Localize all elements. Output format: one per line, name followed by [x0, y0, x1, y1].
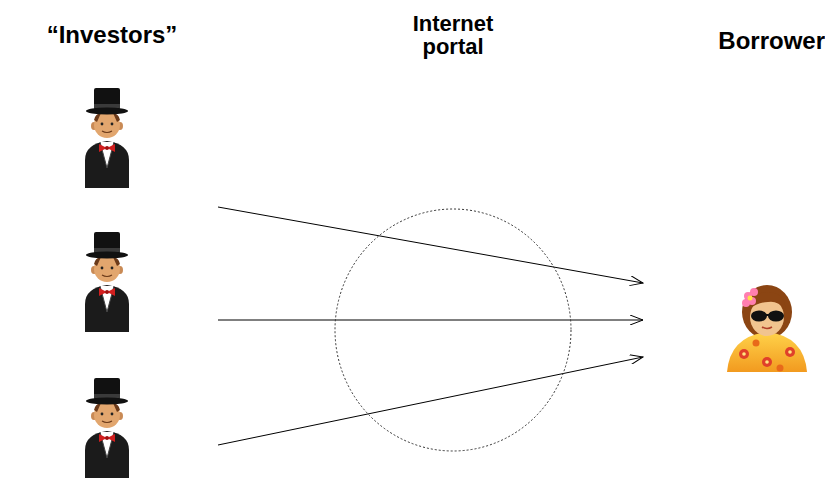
investor-icon [85, 88, 129, 188]
node-heading: Internet portal [393, 12, 513, 58]
portal-circle: Internet portal [330, 6, 576, 458]
investor-icon [85, 378, 129, 478]
borrower-group: Borrower [645, 12, 825, 382]
investor-icon [85, 232, 129, 332]
arrow-connector [218, 320, 643, 321]
investor-group: “Investors” [8, 12, 216, 472]
arrow-connector [218, 207, 643, 283]
borrower-icon [727, 285, 807, 372]
portal-outline [330, 6, 576, 458]
portal-outline [335, 209, 571, 451]
node-heading: “Investors” [8, 22, 216, 47]
arrow-connector [218, 357, 643, 445]
node-heading: Borrower [645, 28, 825, 53]
